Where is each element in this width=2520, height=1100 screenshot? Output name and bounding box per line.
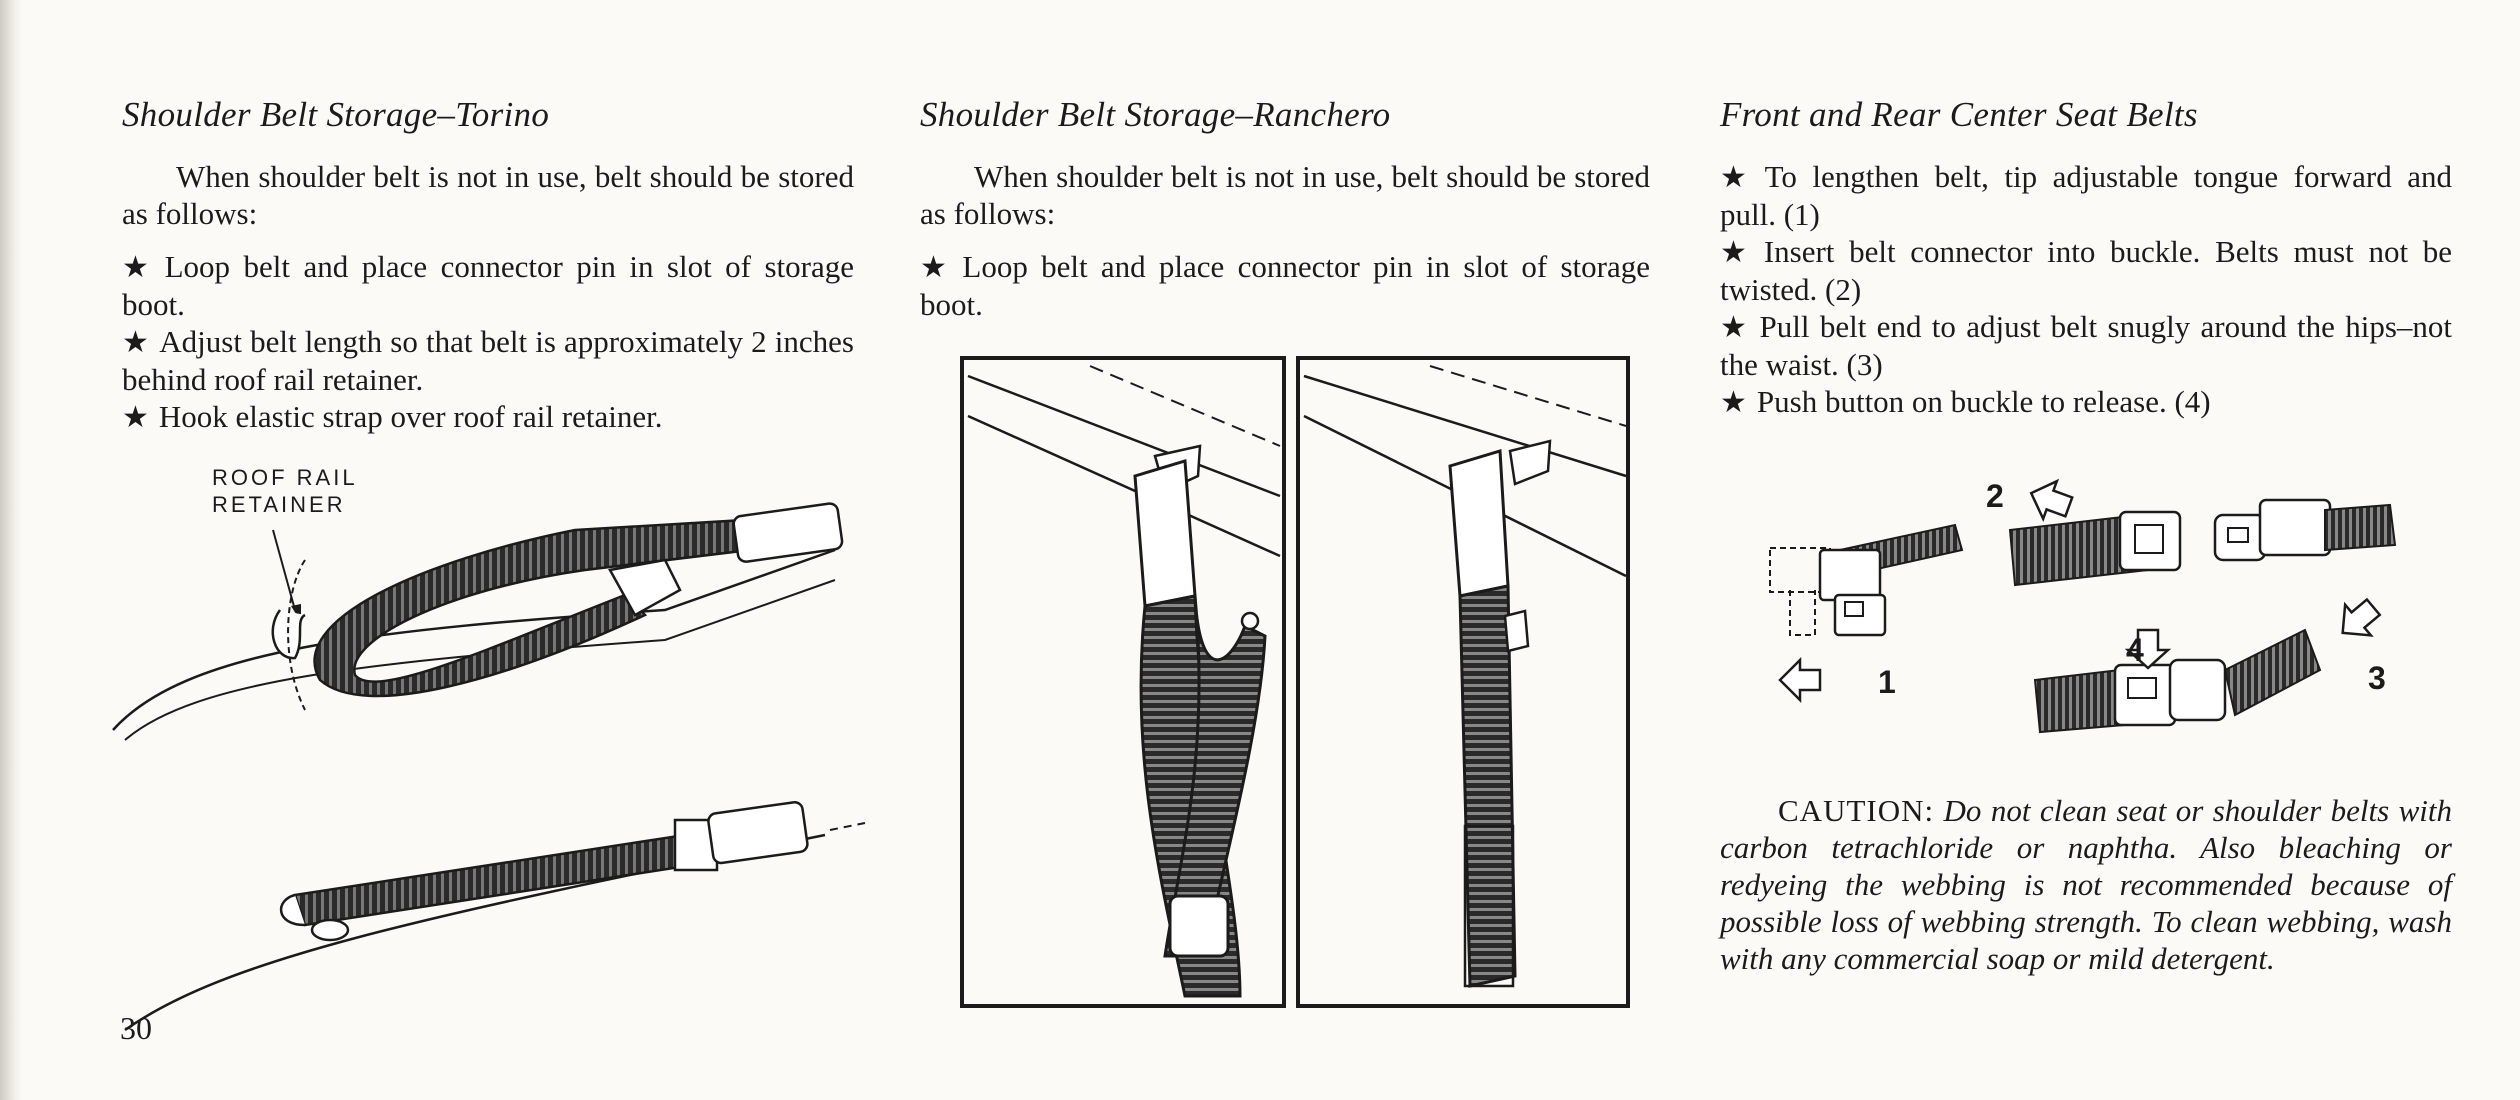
caution-note: CAUTION: Do not clean seat or shoulder b… xyxy=(1720,792,2452,977)
ranchero-text: When shoulder belt is not in use, belt s… xyxy=(920,158,1650,323)
center-belts-step-3: Pull belt end to adjust belt snugly arou… xyxy=(1720,308,2452,383)
torino-step-2: Adjust belt length so that belt is appro… xyxy=(122,323,854,398)
torino-section: Shoulder Belt Storage–Torino When should… xyxy=(122,94,854,436)
ranchero-intro: When shoulder belt is not in use, belt s… xyxy=(920,159,1650,231)
center-belts-step-2: Insert belt connector into buckle. Belts… xyxy=(1720,233,2452,308)
diagram-number-4: 4 xyxy=(2126,632,2144,668)
torino-text: When shoulder belt is not in use, belt s… xyxy=(122,158,854,436)
torino-step-1: Loop belt and place connector pin in slo… xyxy=(122,248,854,323)
torino-step-3: Hook elastic strap over roof rail retain… xyxy=(122,398,854,436)
diagram-number-3: 3 xyxy=(2368,660,2386,696)
torino-belt-illustration xyxy=(112,502,866,1032)
center-belts-section: Front and Rear Center Seat Belts To leng… xyxy=(1720,94,2452,421)
ranchero-section: Shoulder Belt Storage–Ranchero When shou… xyxy=(920,94,1650,323)
page-edge-shadow xyxy=(0,0,22,1100)
diagram-number-1: 1 xyxy=(1878,664,1896,700)
ranchero-title: Shoulder Belt Storage–Ranchero xyxy=(920,95,1391,134)
center-belts-text: To lengthen belt, tip adjustable tongue … xyxy=(1720,158,2452,421)
center-belts-diagram xyxy=(1769,478,2397,734)
ranchero-belt-illustration xyxy=(960,356,1630,1008)
page-number: 30 xyxy=(120,1010,152,1046)
ranchero-step-1: Loop belt and place connector pin in slo… xyxy=(920,248,1650,323)
center-belts-title: Front and Rear Center Seat Belts xyxy=(1720,95,2198,134)
caution-text: Do not clean seat or shoulder belts with… xyxy=(1720,793,2452,976)
center-belts-step-4: Push button on buckle to release. (4) xyxy=(1720,383,2452,421)
diagram-number-2: 2 xyxy=(1986,478,2004,514)
roof-rail-retainer-label: ROOF RAIL RETAINER xyxy=(212,465,357,517)
torino-title: Shoulder Belt Storage–Torino xyxy=(122,95,550,134)
torino-intro: When shoulder belt is not in use, belt s… xyxy=(122,159,854,231)
center-belts-step-1: To lengthen belt, tip adjustable tongue … xyxy=(1720,158,2452,233)
caution-lead: CAUTION: xyxy=(1778,793,1935,828)
